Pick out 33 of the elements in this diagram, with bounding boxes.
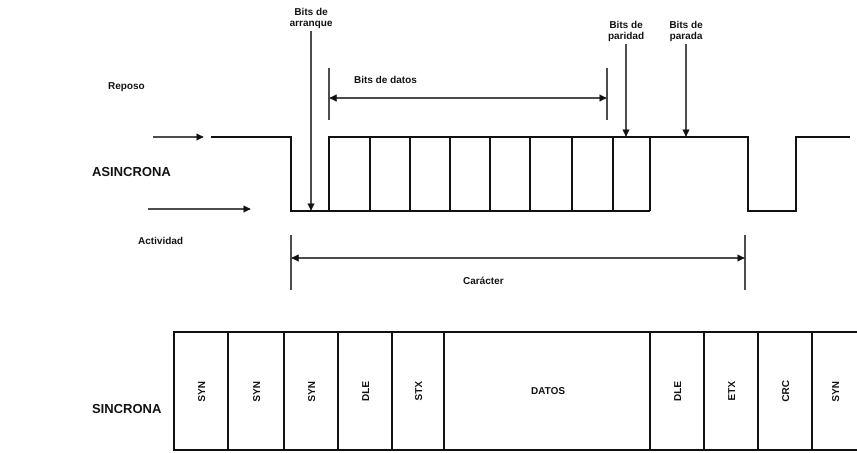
level-label: Actividad (138, 236, 184, 247)
field-label: SYN (306, 380, 318, 402)
leader-arrow (622, 44, 630, 137)
field-label: CRC (780, 380, 792, 402)
frame-field (811, 331, 857, 451)
field-label: DLE (360, 381, 372, 401)
dimension-label: Carácter (463, 276, 504, 287)
field-label: SYN (196, 380, 208, 402)
frame-field (391, 331, 445, 451)
waveform-drawing (210, 136, 851, 212)
dimension-label: Bits de datos (354, 75, 417, 86)
frame-field (703, 331, 759, 451)
mode-label: SINCRONA (92, 403, 162, 414)
level-label: Reposo (108, 81, 145, 92)
field-label: SYN (252, 380, 262, 402)
leader-arrow (682, 44, 690, 137)
leader-arrow (307, 31, 315, 211)
frame-field (283, 331, 339, 451)
frame-field (649, 331, 705, 451)
mode-label: ASINCRONA (92, 166, 171, 177)
field-label: ETX (726, 381, 738, 401)
field-label: DATOS (530, 386, 566, 396)
callout-text: Bits de arranque (281, 7, 341, 29)
frame-field (173, 331, 229, 451)
frame-field (227, 331, 285, 451)
callout-text: Bits de parada (656, 20, 716, 42)
field-label: SYN (830, 380, 842, 402)
field-label: DLE (672, 381, 684, 401)
field-label: STX (414, 381, 424, 401)
frame-field (757, 331, 813, 451)
callout-text: Bits de paridad (596, 20, 656, 42)
frame-field (337, 331, 393, 451)
frame-field (443, 331, 651, 451)
